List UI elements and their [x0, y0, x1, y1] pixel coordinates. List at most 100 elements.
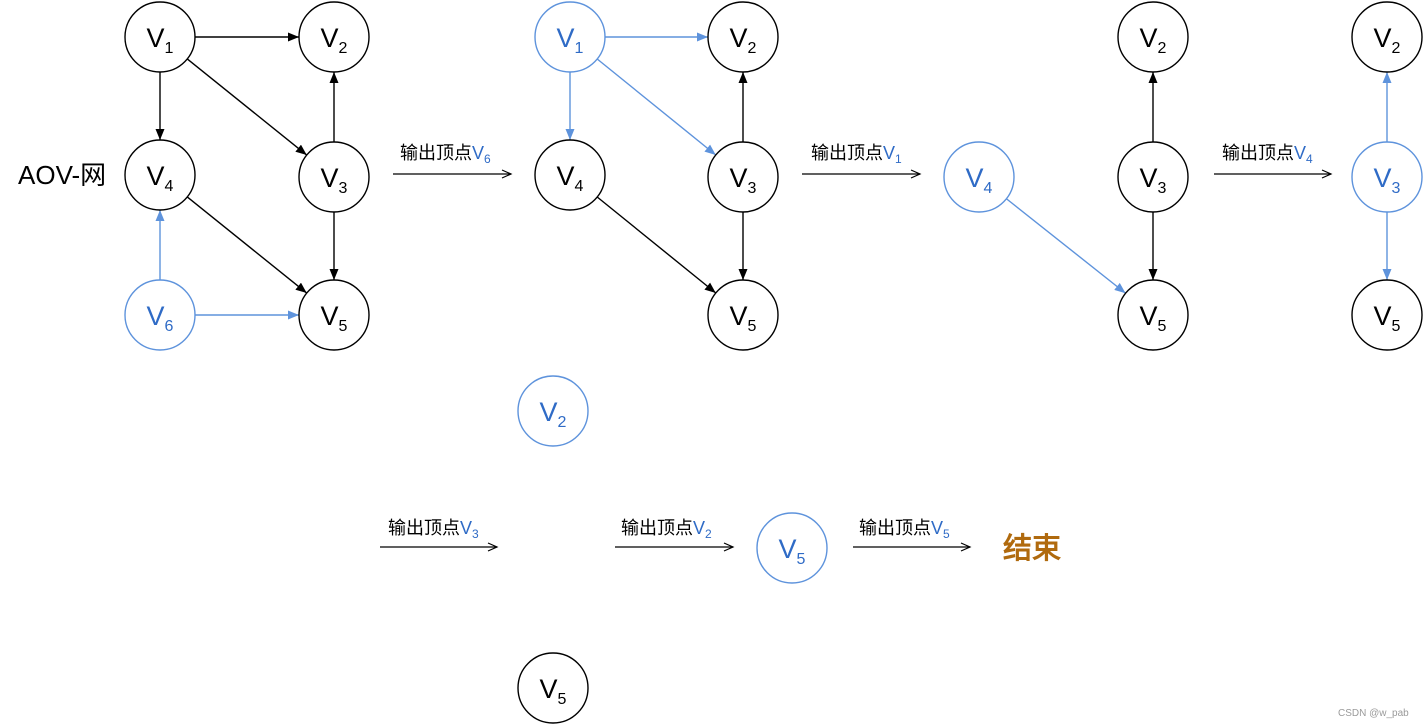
node-letter: V [557, 161, 575, 191]
node-v2: V2 [707, 1, 779, 73]
step-prefix: 输出顶点 [1222, 143, 1294, 163]
node-v3: V3 [707, 141, 779, 213]
node-circle [298, 1, 370, 73]
step-vertex-letter: V [931, 518, 943, 538]
node-circle [707, 279, 779, 351]
node-letter: V [540, 674, 558, 704]
node-v5: V5 [707, 279, 779, 351]
node-subscript: 5 [1158, 318, 1167, 335]
node-letter: V [1374, 23, 1392, 53]
node-label: V2 [1374, 23, 1401, 57]
node-letter: V [147, 23, 165, 53]
node-subscript: 2 [558, 414, 567, 431]
node-circle [756, 512, 828, 584]
node-letter: V [147, 301, 165, 331]
node-v2: V2 [1351, 1, 1423, 73]
node-label: V2 [540, 397, 567, 431]
node-subscript: 5 [748, 318, 757, 335]
node-letter: V [1140, 163, 1158, 193]
step-vertex-letter: V [460, 518, 472, 538]
node-v3: V3 [1117, 141, 1189, 213]
node-letter: V [779, 534, 797, 564]
edge-v4-v5 [186, 196, 308, 294]
node-v3: V3 [1351, 141, 1423, 213]
node-subscript: 3 [1392, 180, 1401, 197]
step-vertex-subscript: 6 [484, 152, 491, 166]
node-subscript: 1 [165, 40, 174, 57]
edge-v1-v3 [186, 58, 308, 156]
node-subscript: 3 [748, 180, 757, 197]
node-circle [1351, 279, 1423, 351]
node-circle [534, 1, 606, 73]
node-letter: V [1374, 163, 1392, 193]
step-vertex-letter: V [472, 143, 484, 163]
node-label: V2 [321, 23, 348, 57]
node-v6: V6 [124, 279, 196, 351]
edge-v4-v5 [596, 196, 717, 294]
node-circle [124, 279, 196, 351]
node-v5: V5 [298, 279, 370, 351]
step-vertex-letter: V [883, 143, 895, 163]
step-vertex-subscript: 4 [1306, 152, 1313, 166]
node-v5: V5 [1117, 279, 1189, 351]
node-label: V2 [730, 23, 757, 57]
node-subscript: 5 [558, 691, 567, 708]
node-circle [707, 141, 779, 213]
node-subscript: 3 [1158, 180, 1167, 197]
graph-after-step-5: V5 [756, 512, 828, 584]
node-v2: V2 [517, 375, 589, 447]
node-letter: V [1374, 301, 1392, 331]
node-v2: V2 [1117, 1, 1189, 73]
node-circle [517, 652, 589, 724]
node-label: V1 [147, 23, 174, 57]
node-circle [298, 279, 370, 351]
step-1: 输出顶点V6 [393, 143, 513, 179]
node-v5: V5 [1351, 279, 1423, 351]
node-label: V3 [1374, 163, 1401, 197]
node-subscript: 2 [748, 40, 757, 57]
node-subscript: 2 [339, 40, 348, 57]
node-circle [1351, 141, 1423, 213]
node-circle [124, 1, 196, 73]
step-prefix: 输出顶点 [811, 143, 883, 163]
node-circle [1117, 141, 1189, 213]
step-label: 输出顶点V5 [859, 518, 950, 541]
node-circle [534, 139, 606, 211]
node-v3: V3 [298, 141, 370, 213]
node-v5: V5 [517, 652, 589, 724]
node-letter: V [540, 397, 558, 427]
watermark: CSDN @w_pab [1338, 708, 1409, 719]
step-vertex-subscript: 3 [472, 527, 479, 541]
node-v4: V4 [943, 141, 1015, 213]
node-label: V3 [321, 163, 348, 197]
node-label: V5 [779, 534, 806, 568]
step-vertex-letter: V [1294, 143, 1306, 163]
node-subscript: 5 [339, 318, 348, 335]
node-v1: V1 [534, 1, 606, 73]
step-3: 输出顶点V4 [1214, 143, 1333, 179]
end-label: 结束 [1003, 532, 1061, 565]
node-label: V5 [730, 301, 757, 335]
node-label: V3 [730, 163, 757, 197]
node-subscript: 2 [1158, 40, 1167, 57]
node-v2: V2 [298, 1, 370, 73]
step-4: 输出顶点V3 [380, 518, 499, 552]
step-prefix: 输出顶点 [388, 518, 460, 538]
aov-network-label: AOV-网 [18, 160, 106, 190]
step-prefix: 输出顶点 [400, 143, 472, 163]
edge-v1-v3 [596, 58, 717, 156]
node-label: V2 [1140, 23, 1167, 57]
node-v4: V4 [534, 139, 606, 211]
node-letter: V [1140, 23, 1158, 53]
node-label: V4 [966, 163, 993, 197]
node-circle [707, 1, 779, 73]
node-circle [1351, 1, 1423, 73]
node-letter: V [730, 163, 748, 193]
step-label: 输出顶点V1 [811, 143, 902, 166]
step-prefix: 输出顶点 [621, 518, 693, 538]
